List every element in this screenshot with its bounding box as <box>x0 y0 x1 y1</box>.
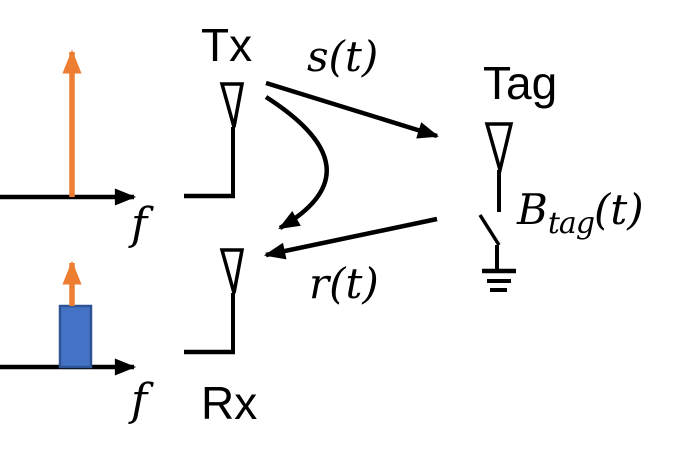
tx-to-tag-arrow <box>265 80 440 139</box>
tag-to-rx-arrow <box>263 216 438 260</box>
tx-antenna-triangle <box>219 82 245 128</box>
backscatter-signal-subscript: tag <box>547 206 595 241</box>
backscatter-signal-base: B <box>517 185 548 234</box>
tx-spectrum-axis-label: f <box>131 199 148 250</box>
rx-spectrum-axis-label: f <box>131 375 148 426</box>
backscatter-signal-label: Btag(t) <box>517 189 644 239</box>
receive-signal-label: r(t) <box>309 259 379 308</box>
tag-circuit-icon <box>478 122 516 292</box>
tag-antenna-triangle <box>484 122 514 177</box>
rx-spectrum-plot <box>0 260 137 376</box>
ground-icon <box>482 268 516 292</box>
tx-node-label: Tx <box>201 19 253 71</box>
tx-antenna-icon <box>184 82 245 199</box>
tx-to-rx-self-interference-arrow <box>264 95 329 230</box>
tag-node-label: Tag <box>483 57 558 109</box>
rx-spectrum-modulated-band-rect <box>58 304 93 369</box>
rx-node-label: Rx <box>201 377 258 429</box>
rx-antenna-icon <box>184 248 245 355</box>
backscatter-signal-suffix: (t) <box>594 185 644 234</box>
transmit-signal-label: s(t) <box>307 32 379 81</box>
tag-switch-icon <box>478 214 501 246</box>
rx-antenna-triangle <box>219 248 245 294</box>
tx-spectrum-plot <box>0 49 137 206</box>
